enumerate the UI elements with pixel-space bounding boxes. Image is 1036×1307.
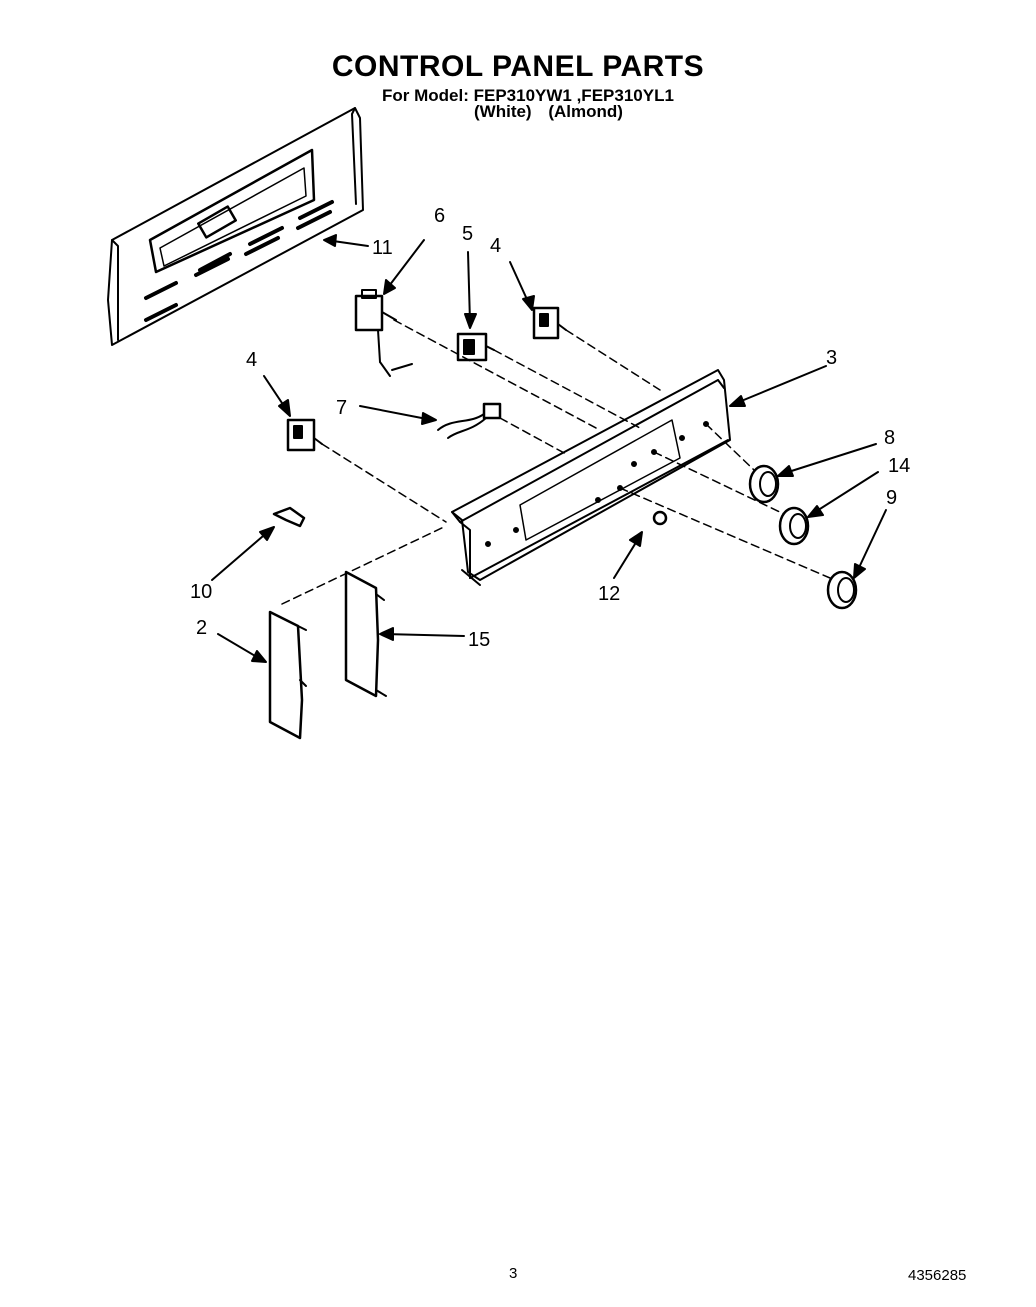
wire-harness-part [437,402,502,439]
knob-part-8 [748,464,780,504]
assembly-lines [281,319,831,605]
thermostat-switch-part [354,289,413,377]
leader-lines [211,234,887,663]
model-line: For Model: FEP310YW1 ,FEP310YL1 [382,86,674,105]
callout-7: 7 [336,397,347,419]
document-number: 4356285 [908,1267,967,1284]
callout-3: 3 [826,347,837,369]
knob-part-14 [778,506,810,546]
variant-almond: (Almond) [548,102,623,121]
variant-white: (White) [474,102,532,121]
side-bracket-part-15 [344,570,387,698]
knob-part-9 [826,570,858,610]
callout-11: 11 [372,237,393,259]
callout-5: 5 [462,223,473,245]
callout-8: 8 [884,427,895,449]
screw-part [652,510,668,526]
callout-9: 9 [886,487,897,509]
callout-14: 14 [888,455,910,477]
callout-6: 6 [434,205,445,227]
side-bracket-part-2 [268,610,307,740]
callout-15: 15 [468,629,490,651]
back-panel-part [107,107,364,346]
callout-2: 2 [196,617,207,639]
callout-12: 12 [598,583,620,605]
page-number: 3 [509,1265,518,1282]
switch-part-lower [286,418,323,452]
color-variants: (White) (Almond) [474,102,623,122]
page-title: CONTROL PANEL PARTS [331,50,705,83]
callout-10: 10 [190,581,212,603]
callout-4-lower: 4 [246,349,257,371]
switch-part [456,332,495,362]
control-panel-bracket-part [451,369,731,586]
clip-part [272,506,306,528]
switch-part-upper [532,306,567,340]
callout-4-upper: 4 [490,235,501,257]
